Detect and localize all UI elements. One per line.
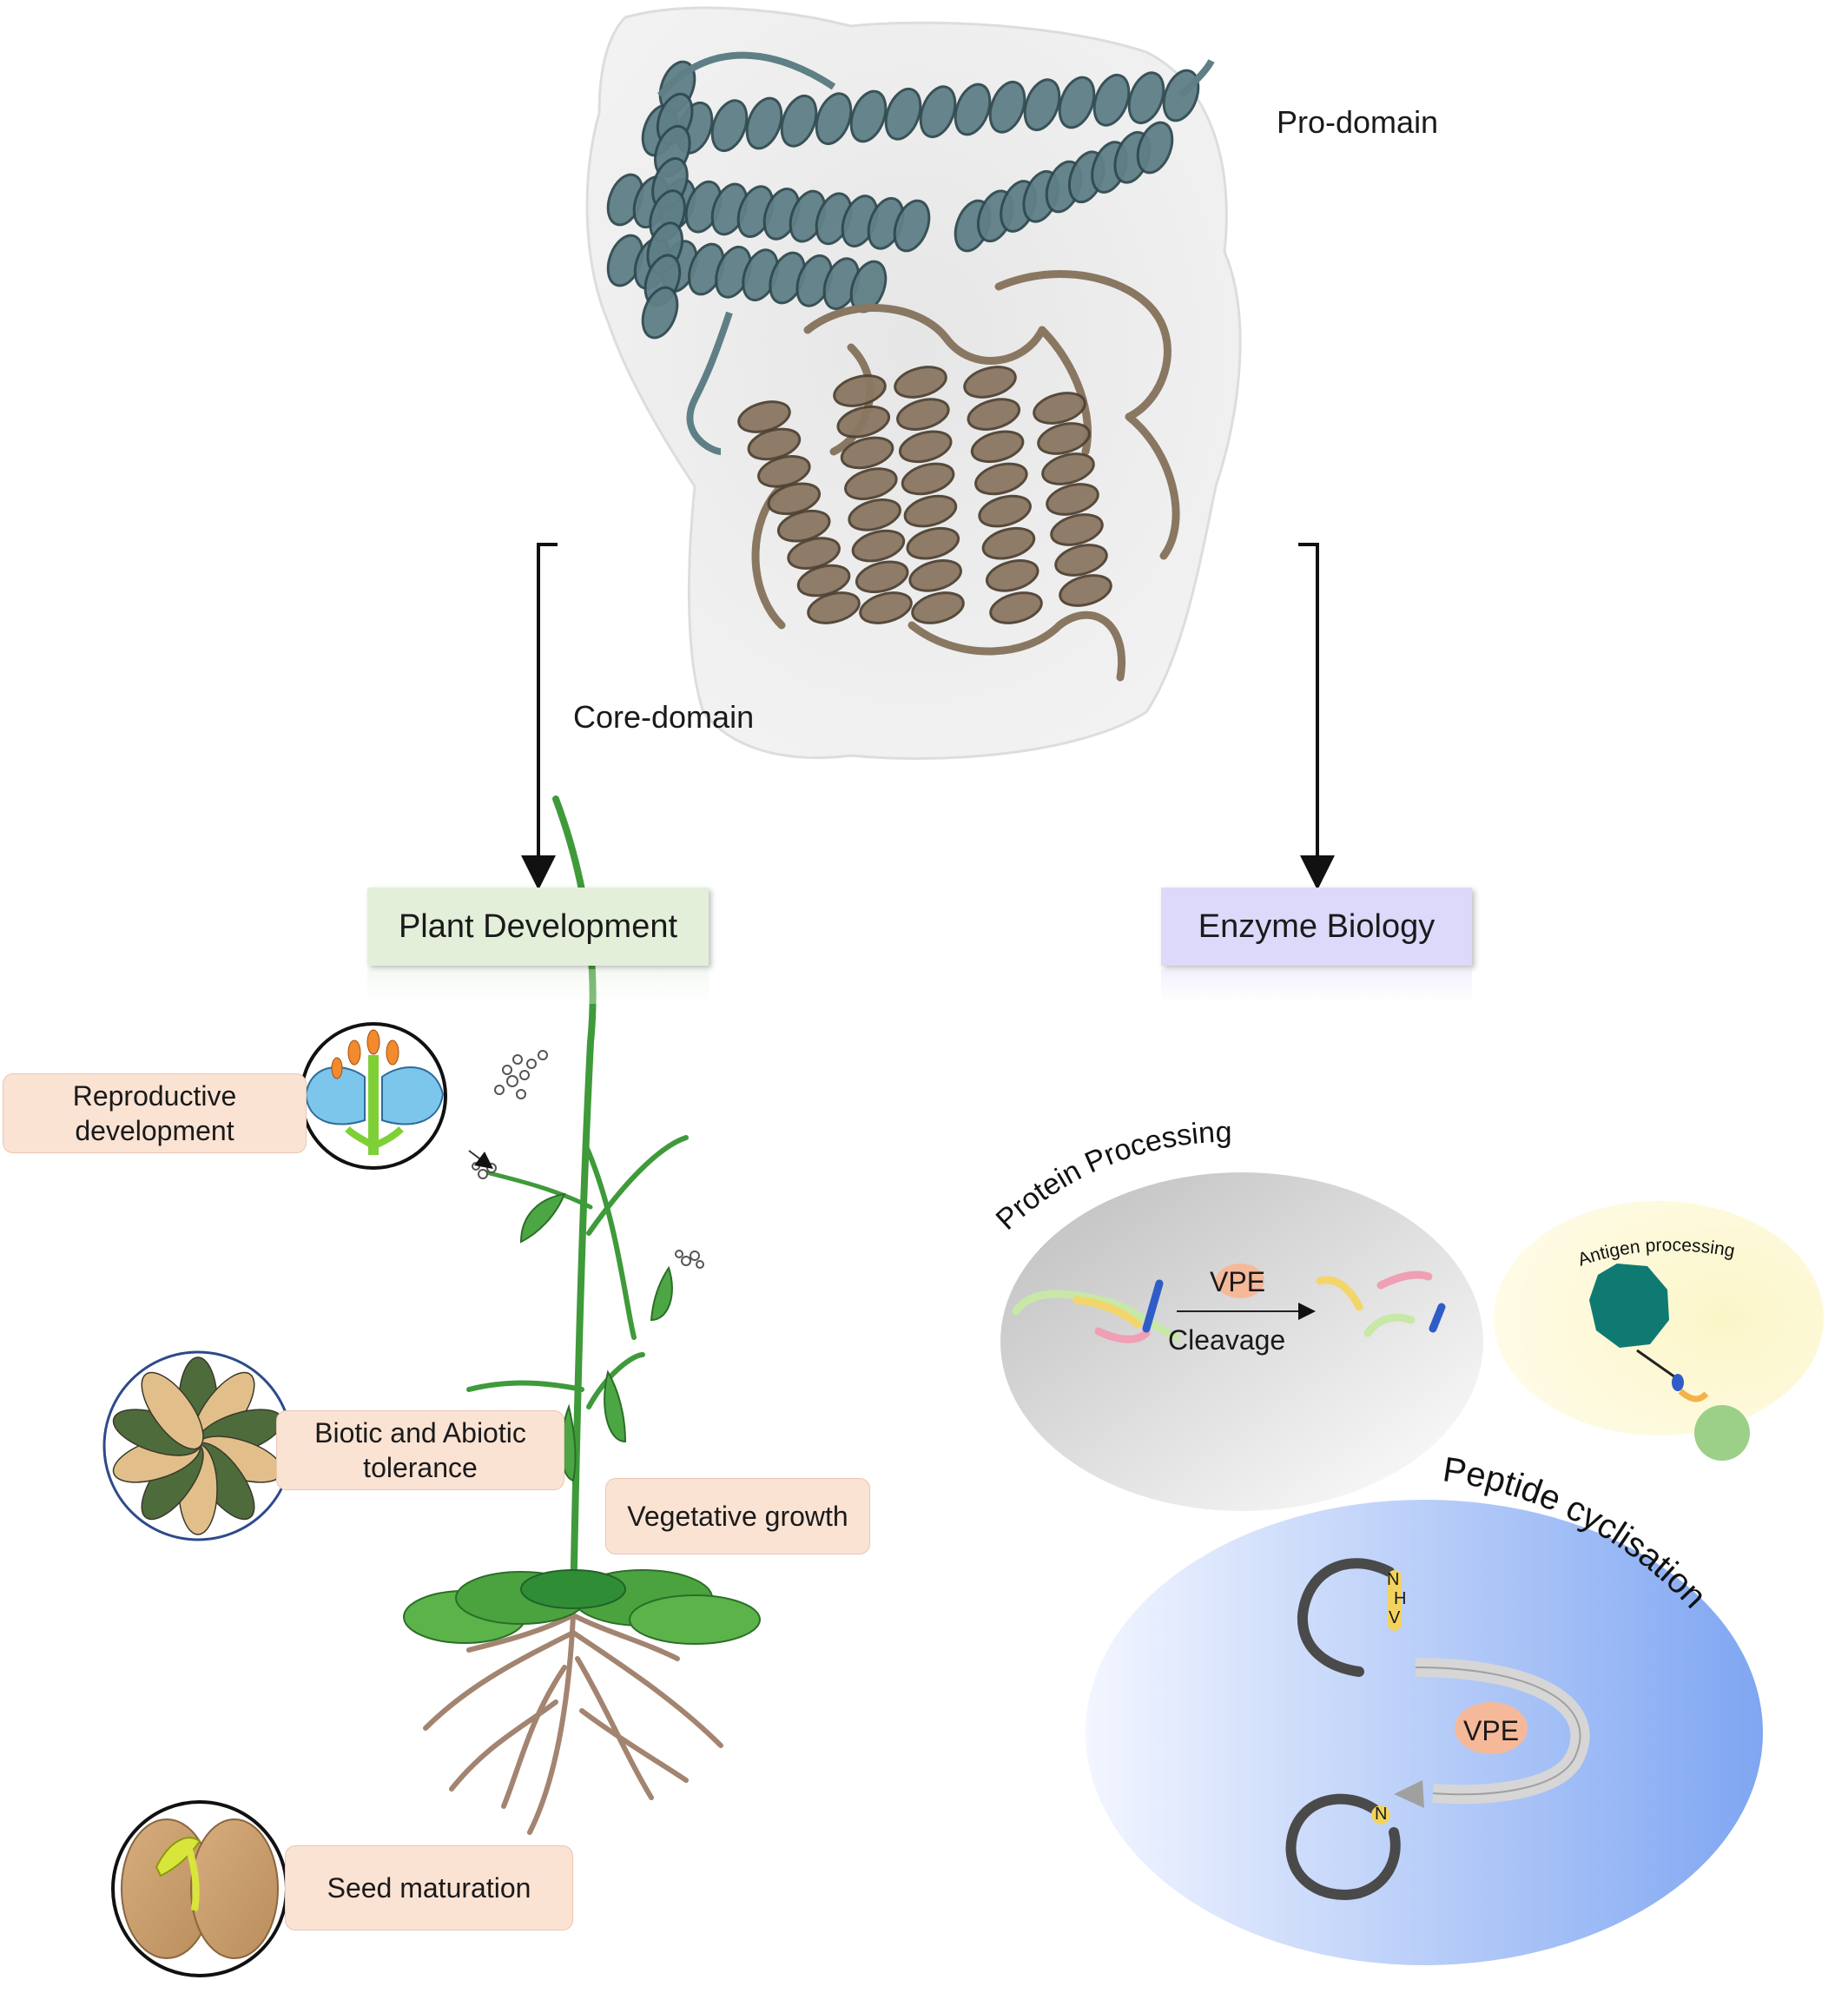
core-domain-label: Core-domain <box>573 699 755 735</box>
plant-development-reflection <box>367 969 709 1004</box>
reproductive-line2: development <box>75 1115 234 1146</box>
pc-residue-h: H <box>1394 1589 1407 1608</box>
seed-inset <box>111 1800 288 1977</box>
branch-connectors <box>521 543 1335 890</box>
roots <box>423 1613 723 1835</box>
pc-residue-v: V <box>1389 1608 1401 1627</box>
reproductive-line1: Reproductive <box>72 1080 237 1112</box>
flower-inset <box>300 1022 447 1170</box>
enzyme-biology-box: Enzyme Biology <box>1161 888 1472 966</box>
plant-connector <box>521 543 558 890</box>
pp-cleavage-label: Cleavage <box>1168 1324 1286 1356</box>
protein-processing-panel <box>1000 1172 1483 1511</box>
antigen-presenting-cell <box>1589 1264 1669 1348</box>
arabidopsis-plant <box>403 795 761 1835</box>
reproductive-development-tag: Reproductive development <box>3 1073 307 1153</box>
protein-structure <box>585 6 1242 760</box>
stem-leaves <box>519 1192 673 1482</box>
vegetative-growth-tag: Vegetative growth <box>605 1478 870 1554</box>
antigen-processing-panel <box>1494 1201 1824 1461</box>
core-domain-ribbon <box>737 270 1180 682</box>
rosette-inset <box>102 1350 294 1541</box>
pc-product-n: N <box>1375 1805 1388 1824</box>
stress-tolerance-tag: Biotic and Abiotic tolerance <box>276 1410 564 1490</box>
seed-maturation-tag: Seed maturation <box>285 1845 573 1930</box>
zoom-pointer <box>468 1150 493 1169</box>
stress-line2: tolerance <box>363 1452 478 1483</box>
peptide-cyclisation-panel <box>1086 1500 1763 1965</box>
pc-residue-n: N <box>1387 1570 1400 1589</box>
enzyme-connector <box>1298 543 1335 890</box>
plant-development-box: Plant Development <box>367 888 709 966</box>
stress-line1: Biotic and Abiotic <box>314 1417 526 1449</box>
pp-vpe-label: VPE <box>1210 1266 1266 1297</box>
rosette-leaves <box>403 1569 761 1645</box>
pro-domain-label: Pro-domain <box>1277 104 1439 140</box>
enzyme-biology-reflection <box>1161 969 1472 1004</box>
pro-domain-ribbon <box>606 51 1215 455</box>
pc-vpe-label: VPE <box>1463 1715 1520 1746</box>
